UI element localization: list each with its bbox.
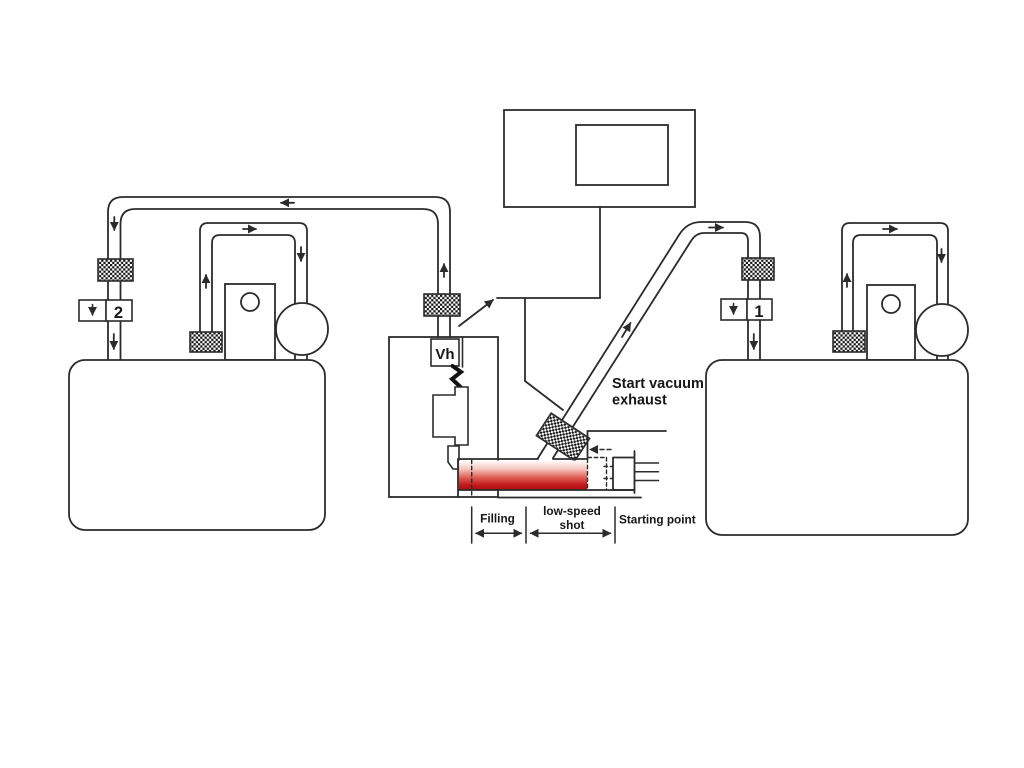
left-loop-outer [199, 222, 308, 362]
starting-point-label: Starting point [619, 513, 696, 527]
control-line-right [524, 297, 564, 411]
right-tank [705, 359, 969, 536]
control-arrow [458, 299, 494, 327]
center-drop-pipe [437, 315, 451, 341]
left-pipe-filter-icon [97, 258, 134, 282]
top-pipe-inner [119, 208, 439, 295]
vh-label: Vh [435, 346, 454, 363]
right-loop-outer [841, 222, 949, 362]
right-motor [915, 303, 969, 357]
left-tank [68, 359, 326, 531]
right-loop-inner [852, 234, 938, 362]
shot-sleeve-outline [457, 430, 667, 499]
valve2-number-label: 2 [114, 304, 123, 322]
molten-metal-fill [458, 460, 587, 490]
diagonal-filter-icon [535, 411, 591, 463]
start-vacuum-label-line2: exhaust [612, 393, 667, 409]
top-pipe-outer [107, 196, 451, 295]
mold-cavity-profile [432, 386, 469, 446]
control-line-left [496, 206, 601, 299]
left-motor [275, 302, 329, 356]
right-tank-circuit [535, 221, 969, 536]
low-speed-label-line1: low-speed [543, 504, 601, 518]
valve2-number-box [105, 299, 133, 322]
gate-zigzag-icon [448, 364, 465, 389]
diagonal-pipe-inner [552, 232, 749, 459]
controller-monitor [458, 109, 696, 411]
center-pipe-filter-icon [423, 293, 461, 317]
left-drop-pipe [107, 280, 122, 362]
left-loop-inner [211, 234, 296, 362]
valve1-number-box [746, 298, 773, 321]
phase-dimensions [470, 506, 616, 544]
die-and-shot-sleeve [388, 336, 667, 544]
plunger-rod [633, 462, 660, 482]
left-tank-circuit [68, 196, 461, 531]
left-pump-port [240, 292, 260, 312]
flow-arrow-diagonal-icon [621, 322, 632, 338]
start-vacuum-label-line1: Start vacuum [612, 376, 704, 392]
sprue-connector [447, 445, 460, 470]
plunger-body [612, 450, 636, 494]
left-pump-filter-icon [189, 331, 223, 353]
valve1-number-label: 1 [754, 303, 763, 321]
diagram-labels: Vh 2 1 Start vacuum exhaust Filling low-… [114, 303, 764, 532]
right-pump-filter-icon [832, 330, 866, 353]
right-pipe-filter-icon [741, 257, 775, 281]
line-art [68, 109, 969, 544]
diagonal-pipe-outer [537, 221, 761, 459]
right-drop-pipe [747, 279, 761, 362]
ghost-plunger [471, 456, 614, 498]
vh-valve-box [430, 338, 460, 367]
low-speed-label-line2: shot [560, 518, 585, 532]
monitor-screen [575, 124, 669, 186]
filling-label: Filling [480, 512, 515, 526]
right-pump-port [881, 294, 901, 314]
